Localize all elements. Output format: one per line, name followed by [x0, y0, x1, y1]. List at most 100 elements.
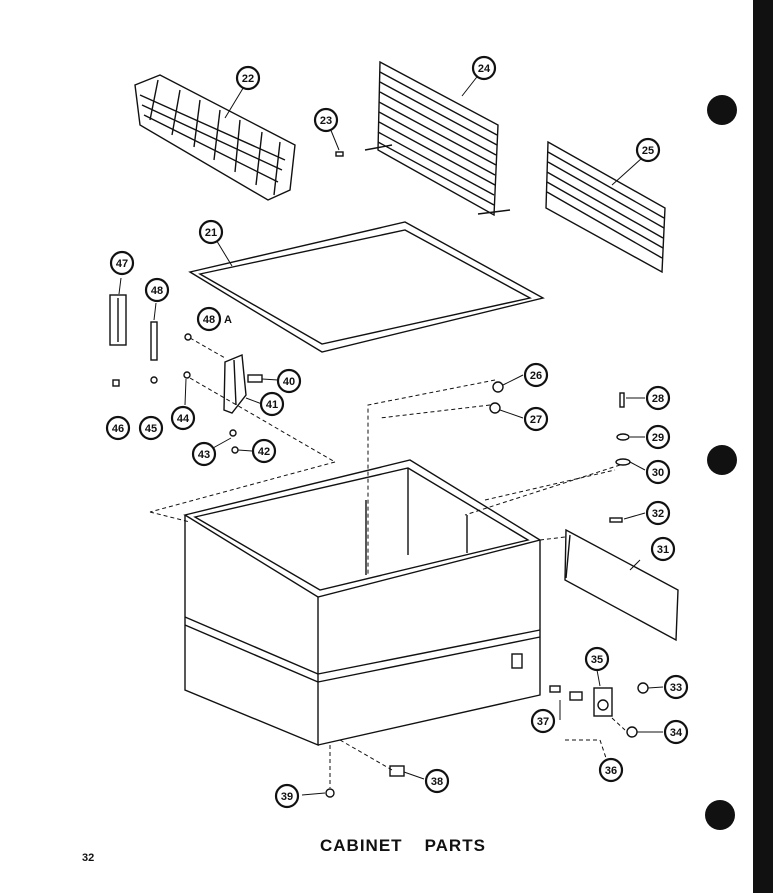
callout-number: 33 — [670, 682, 682, 694]
callout-balloon — [259, 391, 285, 417]
callout-number: 21 — [205, 227, 217, 239]
callout-number: 41 — [266, 399, 278, 411]
callout-27: 27 — [523, 406, 549, 432]
callout-23: 23 — [313, 107, 339, 133]
callout-33: 33 — [663, 674, 689, 700]
callout-balloon — [650, 536, 676, 562]
binder-hole-bottom — [705, 800, 735, 830]
callout-34: 34 — [663, 719, 689, 745]
fastener-parts-26-27 — [367, 374, 524, 575]
callout-balloon — [635, 137, 661, 163]
callout-balloon — [138, 415, 164, 441]
callout-balloon — [523, 362, 549, 388]
title-word-parts: PARTS — [424, 836, 486, 855]
side-panel — [545, 140, 666, 274]
callout-balloon — [663, 674, 689, 700]
callout-35: 35 — [584, 646, 610, 672]
callout-48a: 48 A — [196, 306, 232, 332]
callout-44: 44 — [170, 405, 196, 431]
callout-29: 29 — [645, 424, 671, 450]
callout-46: 46 — [105, 415, 131, 441]
callout-balloon — [144, 277, 170, 303]
title-word-cabinet: CABINET — [320, 836, 403, 855]
callout-number: 35 — [591, 654, 603, 666]
callout-balloon — [663, 719, 689, 745]
hinge-rod-part-48 — [150, 302, 158, 384]
callout-number: 46 — [112, 423, 124, 435]
callout-balloon — [170, 405, 196, 431]
callout-number: 40 — [283, 376, 295, 388]
callout-21: 21 — [198, 219, 224, 245]
callout-balloon — [645, 500, 671, 526]
callout-number: 24 — [478, 63, 491, 75]
callout-number: 44 — [177, 413, 190, 425]
callout-31: 31 — [650, 536, 676, 562]
callout-number: 45 — [145, 423, 157, 435]
thermostat-control-parts — [549, 669, 664, 771]
callout-balloon — [235, 65, 261, 91]
callout-suffix: A — [224, 314, 232, 326]
callout-41: 41 — [259, 391, 285, 417]
callout-48: 48 — [144, 277, 170, 303]
callout-balloon — [645, 459, 671, 485]
callout-number: 39 — [281, 791, 293, 803]
callout-24: 24 — [471, 55, 497, 81]
callout-38: 38 — [424, 768, 450, 794]
callout-number: 25 — [642, 145, 654, 157]
leveling-foot-parts — [301, 739, 425, 798]
callout-number: 48 — [203, 314, 215, 326]
callout-number: 31 — [657, 544, 669, 556]
callout-22: 22 — [235, 65, 261, 91]
callout-balloon — [109, 250, 135, 276]
divider-panel — [364, 60, 511, 217]
callout-26: 26 — [523, 362, 549, 388]
callout-number: 42 — [258, 446, 270, 458]
callout-number: 34 — [670, 727, 683, 739]
callout-balloon — [251, 438, 277, 464]
callout-balloon — [645, 385, 671, 411]
diagram-title: CABINET PARTS — [320, 836, 508, 856]
wire-basket — [134, 74, 296, 201]
callout-balloon — [598, 757, 624, 783]
clip-part-23 — [329, 127, 344, 157]
callout-number: 37 — [537, 716, 549, 728]
callout-28: 28 — [645, 385, 671, 411]
binder-hole-top — [707, 95, 737, 125]
callout-number: 43 — [198, 449, 210, 461]
callout-number: 28 — [652, 393, 664, 405]
callout-37: 37 — [530, 708, 556, 734]
callout-number: 32 — [652, 508, 664, 520]
callout-number: 38 — [431, 776, 443, 788]
hinge-assembly — [149, 333, 336, 523]
callout-balloon — [645, 424, 671, 450]
callout-47: 47 — [109, 250, 135, 276]
callout-number: 30 — [652, 467, 664, 479]
callout-39: 39 — [274, 783, 300, 809]
binder-hole-middle — [707, 445, 737, 475]
callout-balloon — [313, 107, 339, 133]
callout-45: 45 — [138, 415, 164, 441]
callout-balloon — [274, 783, 300, 809]
hinge-cover-part-47 — [109, 277, 127, 387]
callout-balloon — [196, 306, 222, 332]
callout-43: 43 — [191, 441, 217, 467]
callout-number: 26 — [530, 370, 542, 382]
callout-balloon — [471, 55, 497, 81]
callout-number: 48 — [151, 285, 163, 297]
callout-30: 30 — [645, 459, 671, 485]
callout-balloon — [530, 708, 556, 734]
callout-25: 25 — [635, 137, 661, 163]
screw-washer-parts-28-29-30 — [464, 392, 646, 516]
lid-gasket-frame — [188, 221, 545, 353]
callout-balloon — [198, 219, 224, 245]
callout-42: 42 — [251, 438, 277, 464]
callout-number: 22 — [242, 73, 254, 85]
callout-number: 23 — [320, 115, 332, 127]
callout-number: 36 — [605, 765, 617, 777]
callout-32: 32 — [645, 500, 671, 526]
callout-number: 47 — [116, 258, 128, 270]
callout-number: 27 — [530, 414, 542, 426]
